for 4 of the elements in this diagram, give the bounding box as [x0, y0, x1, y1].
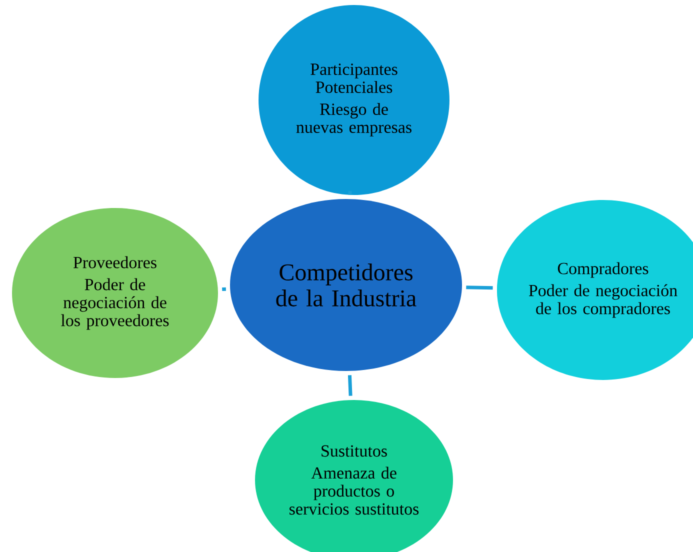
connector-line — [348, 191, 352, 195]
connector-line — [222, 287, 226, 292]
connector-line — [348, 375, 352, 396]
connector-line — [466, 286, 493, 290]
